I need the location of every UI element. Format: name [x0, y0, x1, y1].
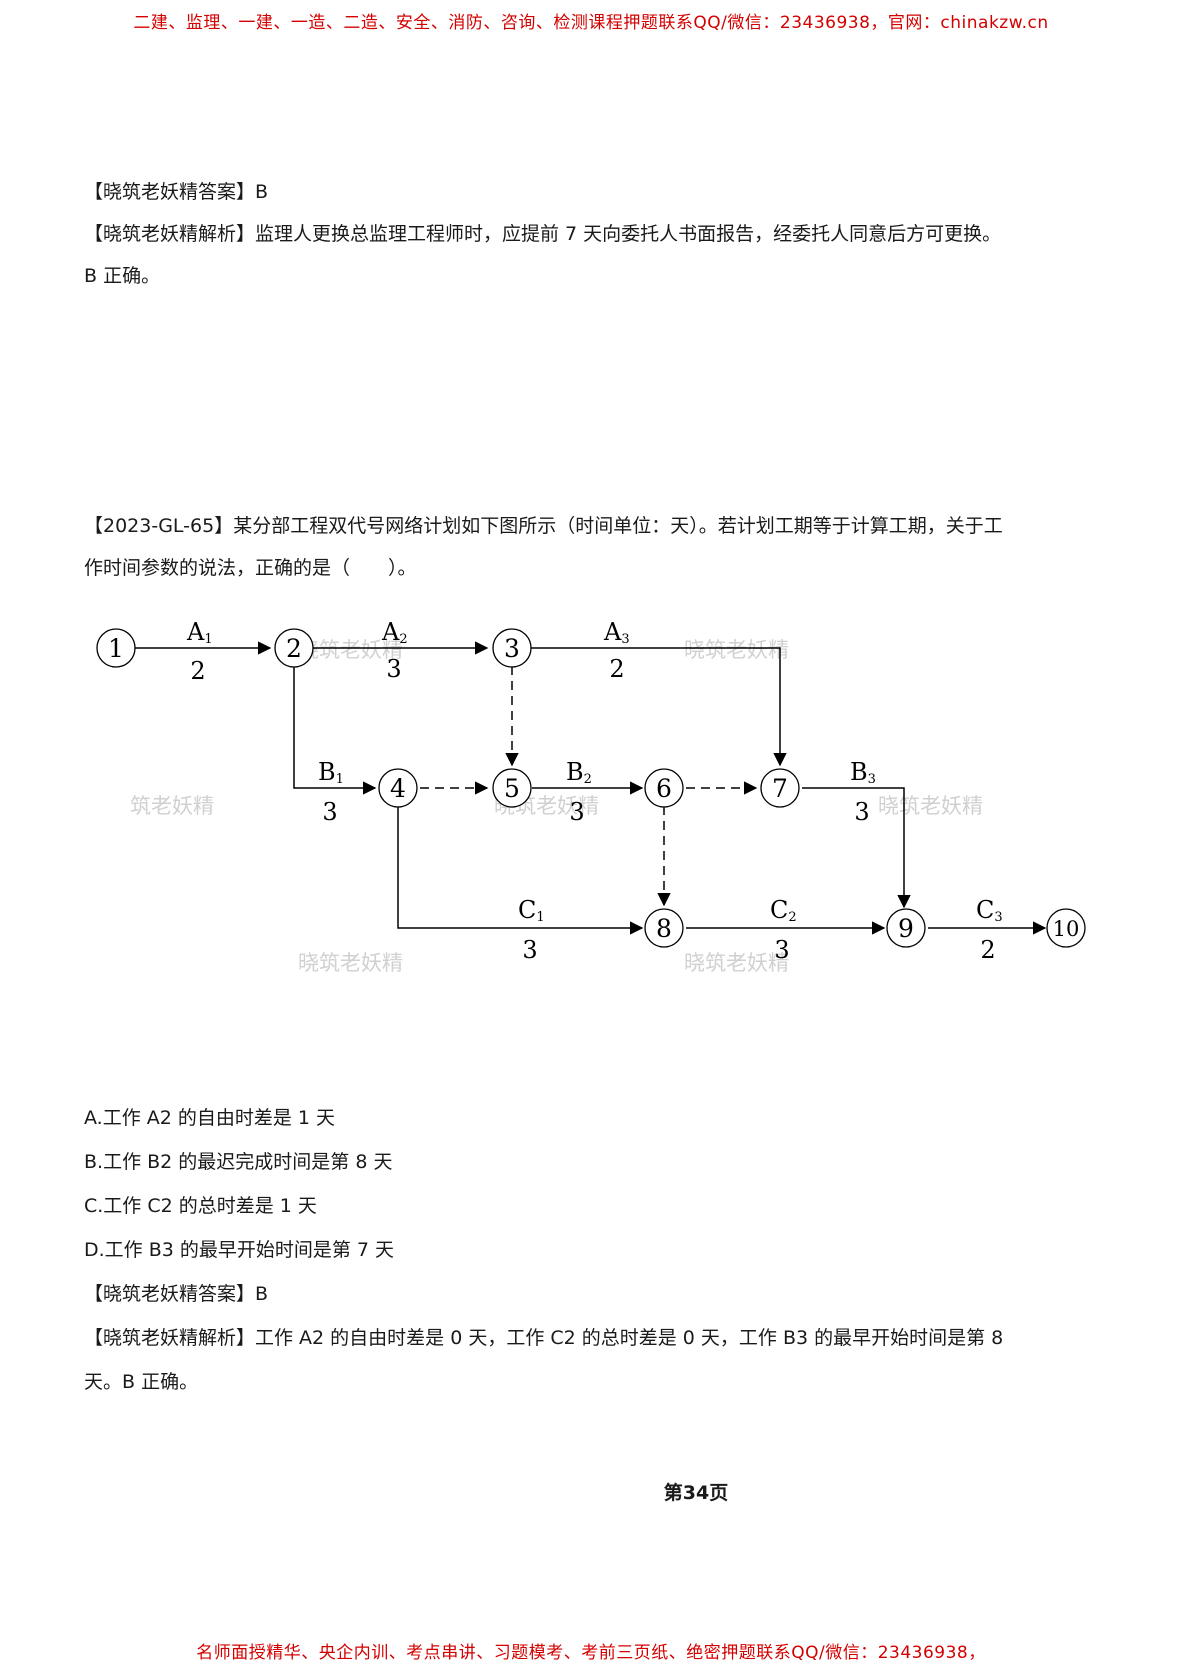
node-7: 7	[760, 768, 800, 808]
label-b2: B2	[566, 758, 592, 787]
watermark-text: 晓筑老妖精	[298, 951, 403, 975]
q2-answer: 【晓筑老妖精答案】B	[84, 1283, 269, 1305]
node-8: 8	[644, 908, 684, 948]
arrow-a3	[530, 647, 787, 767]
q2-stem-line2: 作时间参数的说法，正确的是（ ）。	[84, 557, 417, 579]
arrow-b3	[802, 787, 911, 909]
label-c2: C2	[770, 896, 797, 925]
watermark-text: 晓筑老妖精	[298, 638, 403, 662]
q1-analysis-line1: 【晓筑老妖精解析】监理人更换总监理工程师时，应提前 7 天向委托人书面报告，经委…	[84, 223, 1002, 245]
node-6: 6	[644, 768, 684, 808]
q2-stem-line1: 【2023-GL-65】某分部工程双代号网络计划如下图所示（时间单位：天）。若计…	[84, 515, 1003, 537]
node-10: 10	[1046, 908, 1086, 948]
arrow-c1	[397, 806, 644, 935]
duration-a2: 3	[386, 655, 401, 683]
footer-banner: 名师面授精华、央企内训、考点串讲、习题模考、考前三页纸、绝密押题联系QQ/微信：…	[196, 1643, 986, 1663]
node-label: 9	[898, 914, 914, 943]
node-label: 8	[656, 914, 672, 943]
duration-a1: 2	[190, 657, 205, 685]
option-b: B.工作 B2 的最迟完成时间是第 8 天	[84, 1151, 393, 1173]
watermark-text: 晓筑老妖精	[684, 638, 789, 662]
node-label: 6	[656, 774, 672, 803]
q2-analysis-line1: 【晓筑老妖精解析】工作 A2 的自由时差是 0 天，工作 C2 的总时差是 0 …	[84, 1327, 1004, 1349]
node-label: 10	[1053, 917, 1080, 941]
label-b1: B1	[318, 758, 344, 787]
duration-b2: 3	[569, 798, 584, 826]
label-c3: C3	[976, 896, 1003, 925]
watermark-text: 筑老妖精	[130, 794, 214, 818]
label-b3: B3	[850, 758, 876, 787]
duration-a3: 2	[609, 655, 624, 683]
duration-b3: 3	[854, 798, 869, 826]
node-label: 5	[504, 774, 520, 803]
option-d: D.工作 B3 的最早开始时间是第 7 天	[84, 1239, 395, 1261]
node-label: 7	[772, 774, 788, 803]
duration-c2: 3	[774, 936, 789, 964]
label-a3: A3	[603, 618, 630, 647]
node-9: 9	[886, 908, 926, 948]
option-c: C.工作 C2 的总时差是 1 天	[84, 1195, 317, 1217]
watermark-text: 晓筑老妖精	[684, 951, 789, 975]
page-number: 第34页	[663, 1482, 729, 1504]
node-label: 2	[286, 634, 302, 663]
q2-analysis-line2: 天。B 正确。	[84, 1371, 199, 1393]
node-label: 3	[504, 634, 520, 663]
duration-c1: 3	[522, 936, 537, 964]
network-diagram: 晓筑老妖精 晓筑老妖精 筑老妖精 晓筑老妖精 晓筑老妖精 晓筑老妖精 晓筑老妖精…	[96, 618, 1086, 975]
node-3: 3	[492, 628, 532, 668]
duration-b1: 3	[322, 798, 337, 826]
header-banner: 二建、监理、一建、一造、二造、安全、消防、咨询、检测课程押题联系QQ/微信：23…	[133, 13, 1049, 33]
label-c1: C1	[518, 896, 545, 925]
label-a1: A1	[186, 618, 213, 647]
watermark-layer: 晓筑老妖精 晓筑老妖精 筑老妖精 晓筑老妖精 晓筑老妖精 晓筑老妖精 晓筑老妖精	[130, 638, 983, 975]
arrow-b1	[293, 666, 377, 795]
q1-answer: 【晓筑老妖精答案】B	[84, 181, 269, 203]
q1-analysis-line2: B 正确。	[84, 265, 161, 287]
duration-c3: 2	[980, 936, 995, 964]
node-4: 4	[378, 768, 418, 808]
node-label: 1	[108, 634, 124, 663]
node-2: 2	[274, 628, 314, 668]
label-a2: A2	[381, 618, 408, 647]
node-1: 1	[96, 628, 136, 668]
watermark-text: 晓筑老妖精	[878, 794, 983, 818]
node-5: 5	[492, 768, 532, 808]
node-label: 4	[390, 774, 406, 803]
option-a: A.工作 A2 的自由时差是 1 天	[84, 1107, 336, 1129]
